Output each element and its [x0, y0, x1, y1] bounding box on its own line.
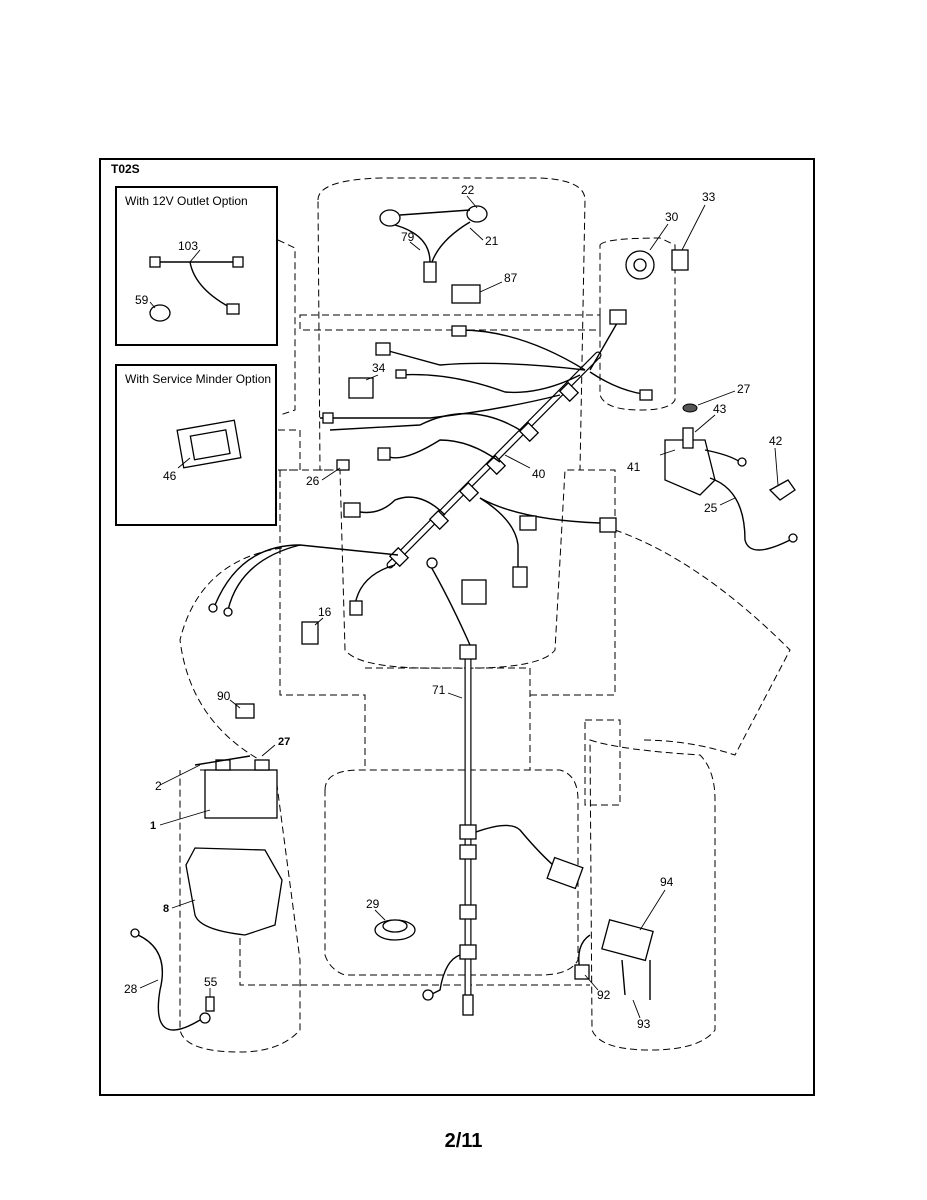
tractor-outline: [179, 177, 791, 1053]
callout-26: 26: [306, 474, 320, 488]
callout-71: 71: [432, 683, 446, 697]
callout-79: 79: [401, 230, 415, 244]
callout-33: 33: [702, 190, 716, 204]
diagram-frame: [99, 158, 815, 1096]
inset-title-12v-outlet: With 12V Outlet Option: [125, 194, 248, 208]
callout-16: 16: [318, 605, 332, 619]
callout-29: 29: [366, 897, 380, 911]
rear-harness-71: [422, 557, 584, 1016]
callout-30: 30: [665, 210, 679, 224]
leader-lines: [139, 195, 779, 1019]
callout-28: 28: [124, 982, 138, 996]
callout-87: 87: [504, 271, 518, 285]
diagram-code: T02S: [111, 162, 140, 176]
page-number: 2/11: [444, 1130, 483, 1152]
callout-41: 41: [627, 460, 641, 474]
callout-25: 25: [704, 501, 718, 515]
callout-92: 92: [597, 988, 611, 1002]
callout-labels: 103 59 46 22 79 21 87 33 30 27 43 42 41 …: [124, 183, 783, 1031]
inset-12v-outlet-option: With 12V Outlet Option: [115, 186, 278, 346]
left-side-parts: [130, 377, 374, 1031]
lower-right-parts: [374, 919, 654, 1000]
callout-90: 90: [217, 689, 231, 703]
callout-8: 8: [163, 903, 169, 915]
callout-27-top: 27: [737, 382, 751, 396]
callout-2: 2: [155, 779, 162, 793]
callout-93: 93: [637, 1017, 651, 1031]
callout-21: 21: [485, 234, 499, 248]
callout-42: 42: [769, 434, 783, 448]
inset-parts: [149, 256, 244, 469]
callout-22: 22: [461, 183, 475, 197]
inset-title-service-minder: With Service Minder Option: [125, 372, 272, 386]
callout-1: 1: [150, 820, 156, 832]
headlight-harness: [379, 205, 488, 304]
callout-55: 55: [204, 975, 218, 989]
callout-40: 40: [532, 467, 546, 481]
main-harness-40: [208, 309, 653, 617]
callout-103: 103: [178, 239, 198, 253]
callout-34: 34: [372, 361, 386, 375]
callout-59: 59: [135, 293, 149, 307]
callout-27-battery: 27: [278, 736, 290, 748]
callout-46: 46: [163, 469, 177, 483]
callout-94: 94: [660, 875, 674, 889]
right-side-parts: [625, 249, 798, 551]
callout-43: 43: [713, 402, 727, 416]
inset-service-minder-option: With Service Minder Option: [115, 364, 277, 526]
